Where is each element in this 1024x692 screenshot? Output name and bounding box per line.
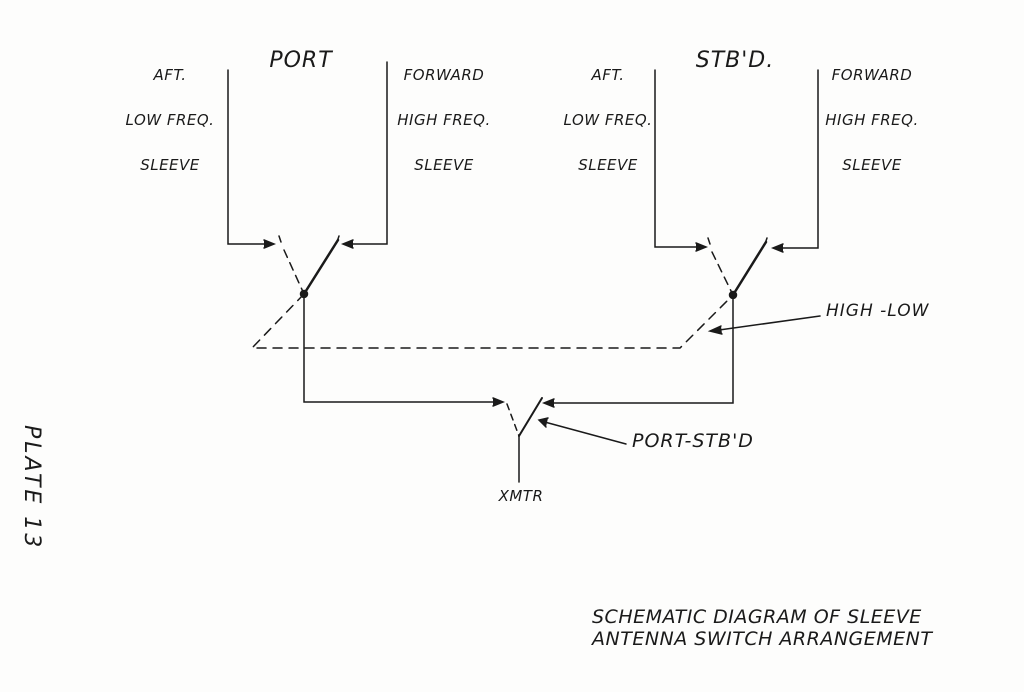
stbd-title: STB'D. [695, 48, 775, 73]
port-stbd-label: PORT-STB'D [632, 430, 754, 452]
stbd-low-contact [707, 237, 711, 245]
port-fwd-line-3: SLEEVE [414, 156, 474, 174]
stbd-switch [654, 69, 819, 300]
stbd-aft-label: AFT. LOW FREQ. SLEEVE [556, 38, 660, 203]
stbd-fwd-line-2: HIGH FREQ. [825, 111, 919, 129]
port-aft-line-2: LOW FREQ. [125, 111, 215, 129]
port-aft-label: AFT. LOW FREQ. SLEEVE [120, 38, 220, 203]
port-title: PORT [269, 48, 333, 73]
caption-line-2: ANTENNA SWITCH ARRANGEMENT [592, 628, 933, 650]
high-low-linkage [250, 293, 734, 349]
port-stbd-callout-arrowhead [537, 417, 549, 428]
port-aft-line-3: SLEEVE [140, 156, 200, 174]
port-fwd-arrowhead [340, 239, 354, 249]
port-aft-line-1: AFT. [153, 66, 187, 84]
stbd-aft-lead [654, 69, 704, 248]
diagram-caption: SCHEMATIC DIAGRAM OF SLEEVE ANTENNA SWIT… [592, 606, 933, 650]
stbd-fwd-lead [775, 69, 819, 249]
stbd-fwd-line-1: FORWARD [831, 66, 913, 84]
stbd-switch-blade [731, 240, 768, 297]
stbd-fwd-label: FORWARD HIGH FREQ. SLEEVE [814, 38, 930, 203]
stbd-aft-line-3: SLEEVE [578, 156, 638, 174]
plate-number: PLATE 13 [19, 425, 44, 551]
high-low-label: HIGH -LOW [826, 301, 930, 321]
high-low-callout-arrow [711, 315, 821, 332]
stbd-aft-line-2: LOW FREQ. [563, 111, 653, 129]
port-aft-lead [227, 69, 272, 245]
port-switch-blade [302, 238, 340, 296]
port-switch [227, 61, 388, 299]
port-fwd-label: FORWARD HIGH FREQ. SLEEVE [384, 38, 504, 203]
high-low-callout-arrowhead [707, 325, 723, 335]
port-fwd-line-2: HIGH FREQ. [397, 111, 491, 129]
port-fwd-line-1: FORWARD [403, 66, 485, 84]
stbd-fwd-line-3: SLEEVE [842, 156, 902, 174]
xmtr-label: XMTR [498, 487, 544, 505]
port-feed-line [303, 295, 501, 403]
port-stbd-switch [506, 397, 543, 483]
selector-right-arm [518, 397, 543, 437]
stbd-feed-arrowhead [541, 398, 555, 408]
caption-line-1: SCHEMATIC DIAGRAM OF SLEEVE [592, 606, 922, 628]
stbd-alt-position [711, 251, 734, 296]
stbd-fwd-arrowhead [770, 243, 784, 253]
stbd-feed-line [546, 296, 734, 404]
port-feed-arrowhead [492, 397, 506, 407]
port-fwd-lead [345, 61, 388, 245]
port-aft-arrowhead [263, 239, 277, 249]
selector-left-arm [506, 403, 520, 437]
stbd-aft-arrowhead [695, 242, 709, 252]
port-alt-position [283, 249, 305, 295]
port-low-contact [278, 235, 282, 243]
port-stbd-callout-arrow [540, 420, 627, 445]
stbd-aft-line-1: AFT. [591, 66, 625, 84]
